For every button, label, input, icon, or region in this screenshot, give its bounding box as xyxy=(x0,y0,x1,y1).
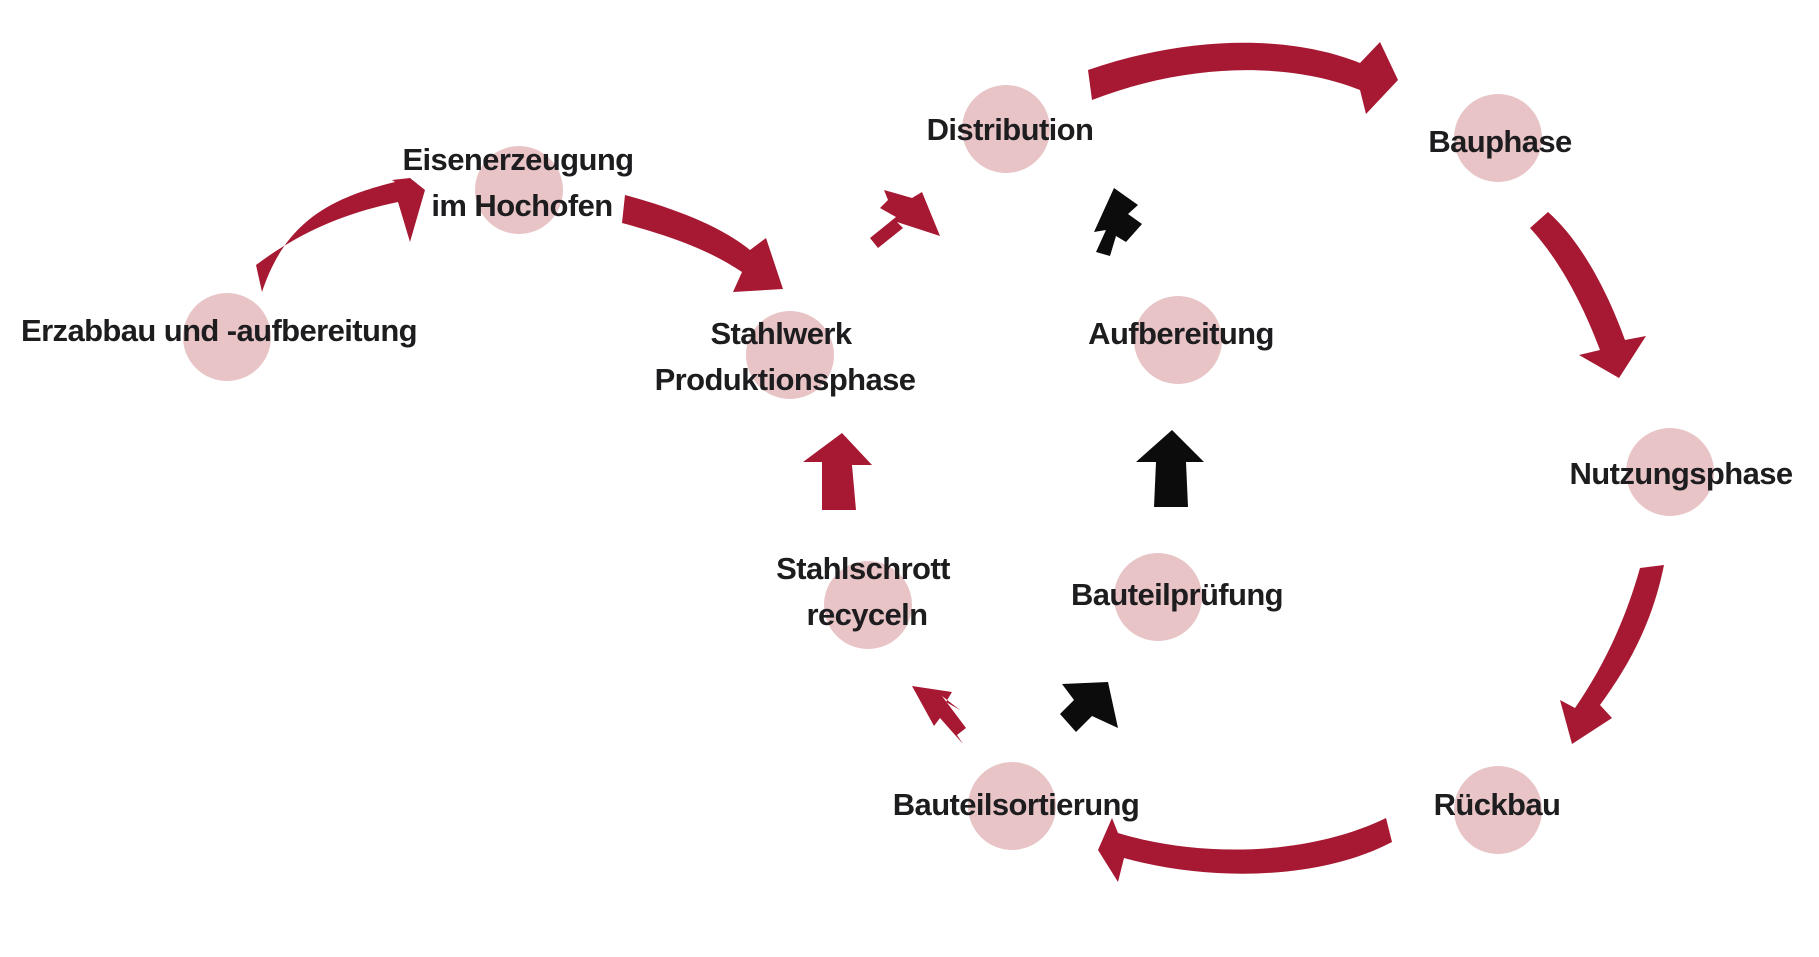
label-bauteilpruefung-line-1: Bauteilprüfung xyxy=(1071,577,1283,612)
arrow-stahlwerk-to-distribution xyxy=(870,190,940,248)
label-stahlschrott-line-2: recyceln xyxy=(806,597,927,632)
label-bauteilsortierung-line-1: Bauteilsortierung xyxy=(893,787,1139,822)
arrow-bauphase-to-nutzungsphase xyxy=(1530,212,1646,378)
node-circle-rueckbau xyxy=(1454,766,1542,854)
node-circle-eisenerzeugung xyxy=(475,146,563,234)
arrow-erzabbau-to-eisenerzeugung xyxy=(256,178,425,292)
label-stahlwerk-line-2: Produktionsphase xyxy=(655,362,916,397)
node-circle-stahlwerk xyxy=(746,311,834,399)
label-stahlschrott-line-1: Stahlschrott xyxy=(776,551,950,586)
black-flow-arrows xyxy=(1060,188,1204,732)
label-aufbereitung: Aufbereitung xyxy=(1088,316,1274,351)
arrow-distribution-to-bauphase xyxy=(1088,42,1398,114)
node-circle-aufbereitung xyxy=(1134,296,1222,384)
label-stahlwerk-line-1: Stahlwerk xyxy=(710,316,852,351)
arrow-bauteilsortierung-to-stahlschrott xyxy=(912,686,966,744)
node-circle-stahlschrott xyxy=(824,561,912,649)
arrow-bauteilsortierung-to-bauteilpruefung xyxy=(1060,682,1118,732)
label-eisenerzeugung: Eisenerzeugung im Hochofen xyxy=(402,142,641,223)
arrow-rueckbau-to-bauteilsortierung xyxy=(1098,818,1392,882)
arrow-aufbereitung-to-distribution xyxy=(1094,188,1142,256)
arrow-nutzungsphase-to-rueckbau xyxy=(1560,565,1664,744)
label-rueckbau-line-1: Rückbau xyxy=(1434,787,1561,822)
label-bauphase: Bauphase xyxy=(1428,124,1572,159)
node-circle-bauteilpruefung xyxy=(1114,553,1202,641)
label-bauphase-line-1: Bauphase xyxy=(1428,124,1572,159)
arrow-stahlschrott-to-stahlwerk xyxy=(803,433,872,510)
arrow-eisenerzeugung-to-stahlwerk xyxy=(622,195,783,292)
node-labels: Erzabbau und -aufbereitung Eisenerzeugun… xyxy=(21,112,1793,822)
node-circle-nutzungsphase xyxy=(1626,428,1714,516)
label-rueckbau: Rückbau xyxy=(1434,787,1561,822)
label-eisenerzeugung-line-1: Eisenerzeugung xyxy=(402,142,633,177)
label-erzabbau: Erzabbau und -aufbereitung xyxy=(21,313,417,348)
label-distribution-line-1: Distribution xyxy=(927,112,1094,147)
label-aufbereitung-line-1: Aufbereitung xyxy=(1088,316,1274,351)
label-distribution: Distribution xyxy=(927,112,1094,147)
label-eisenerzeugung-line-2: im Hochofen xyxy=(431,188,612,223)
label-nutzungsphase: Nutzungsphase xyxy=(1570,456,1793,491)
label-bauteilsortierung: Bauteilsortierung xyxy=(893,787,1139,822)
red-flow-arrows xyxy=(256,42,1664,882)
node-circles xyxy=(183,85,1714,854)
node-circle-distribution xyxy=(962,85,1050,173)
node-circle-bauphase xyxy=(1454,94,1542,182)
node-circle-erzabbau xyxy=(183,293,271,381)
label-bauteilpruefung: Bauteilprüfung xyxy=(1071,577,1283,612)
node-circle-bauteilsortierung xyxy=(968,762,1056,850)
arrow-bauteilpruefung-to-aufbereitung xyxy=(1136,430,1204,507)
label-stahlwerk: Stahlwerk Produktionsphase xyxy=(655,316,916,397)
label-nutzungsphase-line-1: Nutzungsphase xyxy=(1570,456,1793,491)
label-stahlschrott: Stahlschrott recyceln xyxy=(776,551,958,632)
label-erzabbau-line-1: Erzabbau und -aufbereitung xyxy=(21,313,417,348)
